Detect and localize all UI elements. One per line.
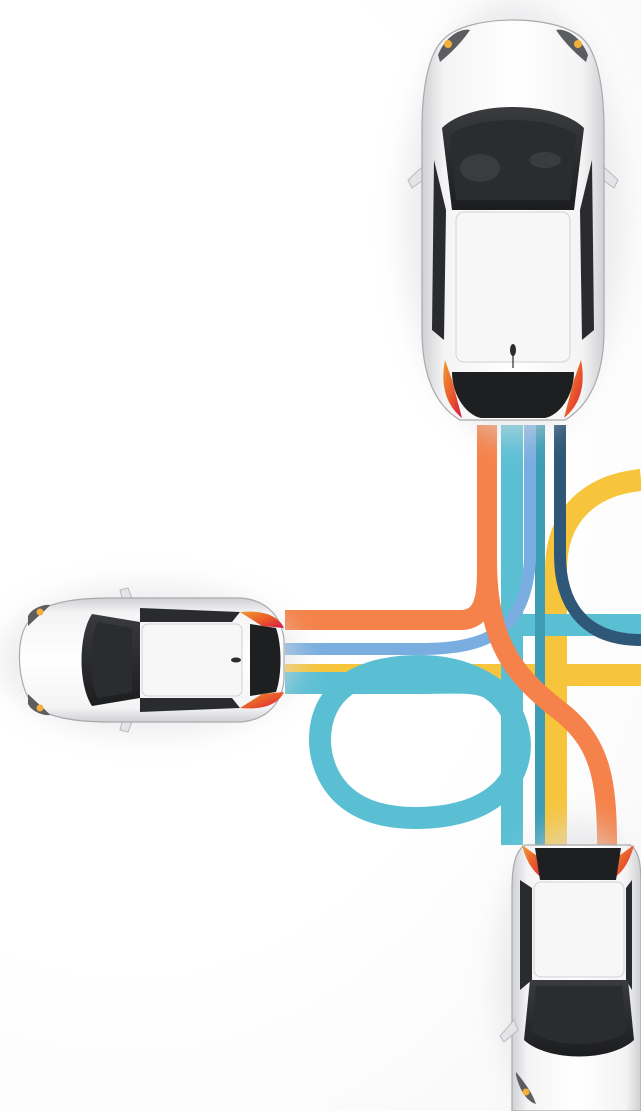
car-bottom <box>498 820 641 1111</box>
car-left <box>0 585 300 735</box>
connection-paths <box>285 425 641 845</box>
teal-path-loop <box>285 666 520 818</box>
car-top <box>403 0 623 440</box>
